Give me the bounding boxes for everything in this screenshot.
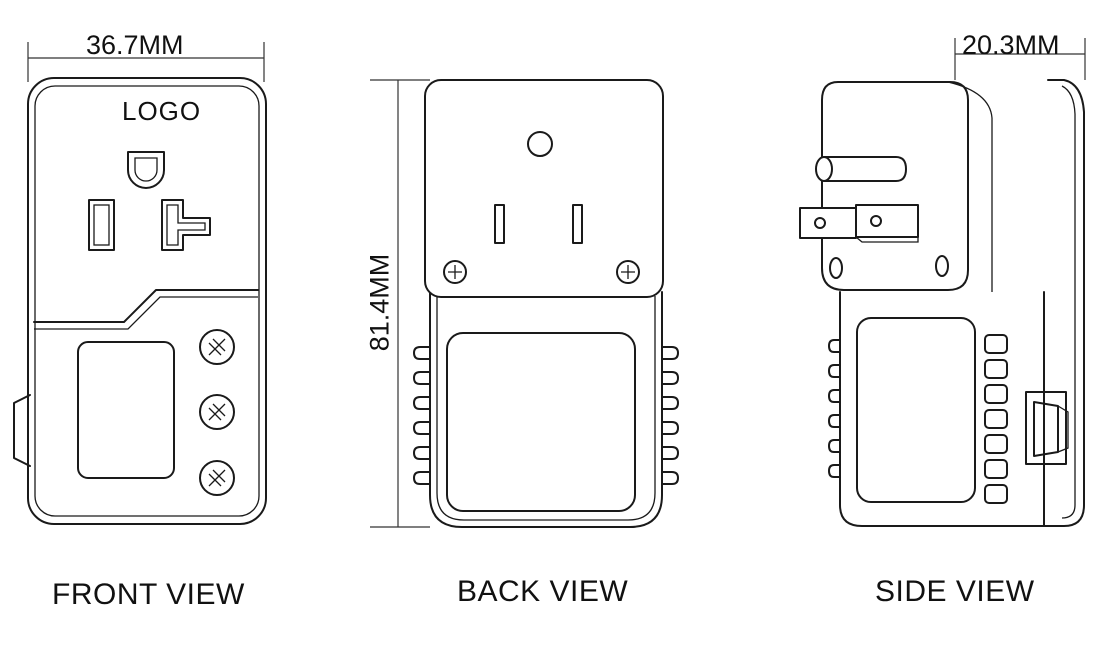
side-main-body: [839, 291, 1045, 527]
terminal-screw: [199, 460, 235, 496]
side-ground-pin: [823, 156, 907, 182]
plate-screw-right: [616, 260, 640, 284]
side-ribs-right: [984, 334, 1008, 504]
front-housing-inner: [34, 85, 260, 517]
terminal-screw: [199, 329, 235, 365]
ribs-right: [661, 346, 679, 485]
plug-head-shoulder: [947, 81, 993, 292]
flat-pin-left: [494, 204, 505, 244]
side-ribs-left: [828, 339, 841, 478]
rocker-switch-front: [13, 394, 31, 467]
front-view-label: FRONT VIEW: [52, 578, 245, 611]
ribs-left: [413, 346, 431, 485]
ground-hole: [127, 151, 165, 189]
ground-hole-inner: [134, 157, 158, 182]
plate-screw-left: [443, 260, 467, 284]
terminal-screw: [199, 394, 235, 430]
plug-plate: [424, 79, 664, 298]
blade-hole-rear: [814, 217, 826, 229]
back-view: [370, 79, 679, 528]
panel-seam: [33, 289, 259, 323]
blade-rear: [799, 207, 857, 239]
blade-front: [855, 204, 919, 238]
display-window: [77, 341, 175, 479]
front-housing: [27, 77, 267, 525]
side-back-slab: [1039, 79, 1085, 527]
side-view-label: SIDE VIEW: [875, 575, 1035, 608]
back-lower-body: [429, 291, 663, 528]
outlet-slot-t-inner: [166, 204, 206, 246]
outlet-slot-t: [161, 199, 211, 251]
height-dimension-line: [370, 79, 430, 528]
side-oval-left: [829, 257, 843, 279]
blade-hole-front: [870, 215, 882, 227]
side-ground-pin-base: [815, 156, 833, 182]
ground-pin: [527, 131, 553, 157]
front-view: [13, 42, 267, 525]
rocker-switch-side: [1025, 391, 1069, 465]
back-panel-window: [446, 332, 636, 512]
logo-text: LOGO: [122, 96, 202, 126]
panel-seam-inner: [34, 296, 258, 330]
blade-front-edge: [855, 236, 919, 243]
depth-dimension-label: 20.3MM: [962, 30, 1060, 60]
width-dimension-label: 36.7MM: [86, 30, 184, 60]
side-oval-right: [935, 255, 949, 277]
outlet-slot-left-inner: [93, 204, 110, 246]
side-back-slab-inner: [1061, 85, 1076, 519]
back-view-label: BACK VIEW: [457, 575, 629, 608]
depth-dimension-line: [954, 38, 1086, 80]
side-window: [856, 317, 976, 503]
side-view: [799, 38, 1086, 527]
flat-pin-right: [572, 204, 583, 244]
width-dimension-line: [27, 42, 265, 82]
outlet-slot-left: [88, 199, 115, 251]
height-dimension-label: 81.4MM: [364, 253, 395, 352]
back-lower-body-inner: [436, 296, 656, 521]
